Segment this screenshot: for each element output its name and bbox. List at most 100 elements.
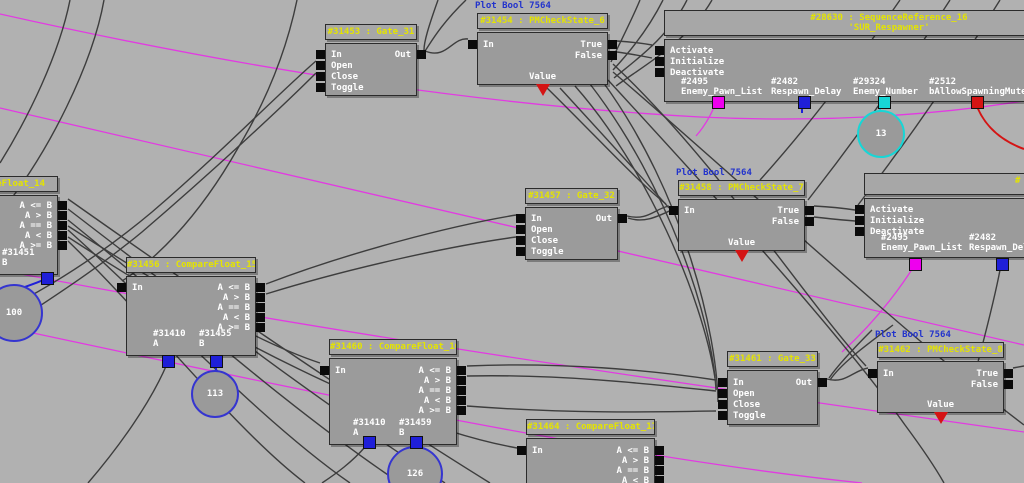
exec-input-connector[interactable] bbox=[855, 216, 864, 225]
exec-input-connector[interactable] bbox=[516, 214, 525, 223]
exec-output-connector[interactable] bbox=[256, 293, 265, 302]
node-title-bar[interactable]: #31453 : Gate_31 bbox=[325, 24, 417, 40]
value-connector-triangle[interactable] bbox=[535, 84, 550, 96]
exec-output-connector[interactable] bbox=[655, 456, 664, 465]
exec-output-connector[interactable] bbox=[457, 386, 466, 395]
exec-output-connector[interactable] bbox=[58, 241, 67, 250]
variable-circle-13[interactable]: 13 bbox=[857, 110, 905, 158]
exec-output-connector[interactable] bbox=[256, 283, 265, 292]
exec-input-connector[interactable] bbox=[669, 206, 678, 215]
node-title-bar[interactable]: #31454 : PMCheckState_6 bbox=[477, 13, 608, 29]
variable-connector[interactable] bbox=[162, 355, 175, 368]
exec-input-connector[interactable] bbox=[316, 61, 325, 70]
node-comparefloat-14[interactable]: areFloat_14 A <= BA > BA == BA < BA >= B#… bbox=[0, 176, 67, 285]
node-title-bar[interactable]: #31458 : PMCheckState_7 bbox=[678, 180, 805, 196]
exec-input-connector[interactable] bbox=[516, 236, 525, 245]
variable-connector[interactable] bbox=[996, 258, 1009, 271]
variable-connector[interactable] bbox=[41, 272, 54, 285]
exec-output-connector[interactable] bbox=[256, 313, 265, 322]
exec-input-connector[interactable] bbox=[316, 50, 325, 59]
exec-input-connector[interactable] bbox=[316, 72, 325, 81]
variable-connector[interactable] bbox=[363, 436, 376, 449]
node-body[interactable]: InA <= BA > BA == BA < BA >= B bbox=[517, 438, 664, 483]
exec-output-connector[interactable] bbox=[608, 40, 617, 49]
exec-input-connector[interactable] bbox=[718, 411, 727, 420]
exec-input-connector[interactable] bbox=[468, 40, 477, 49]
exec-input-connector[interactable] bbox=[868, 369, 877, 378]
variable-connector[interactable] bbox=[971, 96, 984, 109]
exec-input-connector[interactable] bbox=[718, 400, 727, 409]
exec-input-connector[interactable] bbox=[718, 389, 727, 398]
node-title-bar[interactable]: #31460 : CompareFloat_16 bbox=[329, 339, 457, 355]
exec-output-connector[interactable] bbox=[655, 446, 664, 455]
node-title-bar[interactable]: # bbox=[864, 173, 1024, 195]
node-title-bar[interactable]: #31462 : PMCheckState_8 bbox=[877, 342, 1004, 358]
exec-output-connector[interactable] bbox=[256, 323, 265, 332]
exec-output-connector[interactable] bbox=[655, 476, 664, 483]
exec-input-connector[interactable] bbox=[320, 366, 329, 375]
exec-input-connector[interactable] bbox=[516, 225, 525, 234]
exec-input-connector[interactable] bbox=[655, 46, 664, 55]
exec-input-connector[interactable] bbox=[855, 205, 864, 214]
variable-connector[interactable] bbox=[798, 96, 811, 109]
exec-output-connector[interactable] bbox=[457, 376, 466, 385]
variable-connector[interactable] bbox=[909, 258, 922, 271]
variable-connector[interactable] bbox=[410, 436, 423, 449]
exec-output-connector[interactable] bbox=[58, 211, 67, 220]
node-title-bar[interactable]: #31464 : CompareFloat_17 bbox=[526, 419, 655, 435]
exec-input-connector[interactable] bbox=[655, 68, 664, 77]
exec-output-connector[interactable] bbox=[818, 378, 827, 387]
exec-output-connector[interactable] bbox=[417, 50, 426, 59]
exec-output-connector[interactable] bbox=[805, 217, 814, 226]
exec-output-connector[interactable] bbox=[457, 366, 466, 375]
exec-output-connector[interactable] bbox=[58, 231, 67, 240]
exec-input-connector[interactable] bbox=[718, 378, 727, 387]
exec-output-connector[interactable] bbox=[1004, 380, 1013, 389]
node-title-bar[interactable]: #28630 : SequenceReference_16'SUR_Respaw… bbox=[664, 10, 1024, 36]
exec-input-connector[interactable] bbox=[655, 57, 664, 66]
exec-output-connector[interactable] bbox=[608, 51, 617, 60]
node-title-bar[interactable]: #31456 : CompareFloat_15 bbox=[126, 257, 256, 273]
exec-output-connector[interactable] bbox=[618, 214, 627, 223]
exec-input-connector[interactable] bbox=[855, 227, 864, 236]
variable-circle-113[interactable]: 113 bbox=[191, 370, 239, 418]
exec-input-connector[interactable] bbox=[316, 83, 325, 92]
node-title-bar[interactable]: areFloat_14 bbox=[0, 176, 58, 192]
exec-output-connector[interactable] bbox=[457, 406, 466, 415]
value-connector-triangle[interactable] bbox=[734, 250, 749, 262]
value-connector-triangle[interactable] bbox=[933, 412, 948, 424]
exec-output-connector[interactable] bbox=[1004, 369, 1013, 378]
node-title-bar[interactable]: #31461 : Gate_33 bbox=[727, 351, 818, 367]
exec-output-connector[interactable] bbox=[805, 206, 814, 215]
node-title-bar[interactable]: #31457 : Gate_32 bbox=[525, 188, 618, 204]
exec-input-connector[interactable] bbox=[516, 247, 525, 256]
variable-connector[interactable] bbox=[712, 96, 725, 109]
exec-output-connector[interactable] bbox=[58, 201, 67, 210]
exec-output-connector[interactable] bbox=[457, 396, 466, 405]
exec-output-connector[interactable] bbox=[655, 466, 664, 475]
variable-connector[interactable] bbox=[878, 96, 891, 109]
exec-input-connector[interactable] bbox=[517, 446, 526, 455]
exec-input-connector[interactable] bbox=[117, 283, 126, 292]
